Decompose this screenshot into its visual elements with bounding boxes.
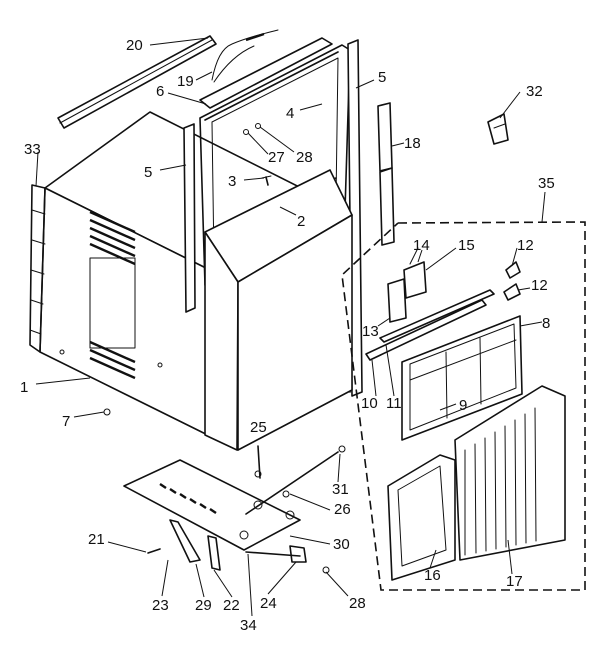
callout-14: 14 xyxy=(413,237,430,254)
callout-35: 35 xyxy=(538,175,555,192)
callout-11: 11 xyxy=(386,395,402,412)
callout-19: 19 xyxy=(177,73,194,90)
front-grille-group-outline xyxy=(341,221,586,591)
callout-24: 24 xyxy=(260,595,277,612)
screw-7 xyxy=(103,408,111,416)
callout-28b: 28 xyxy=(349,595,366,612)
callout-13: 13 xyxy=(362,323,379,340)
callout-8: 8 xyxy=(542,315,550,332)
screw-25 xyxy=(254,445,262,479)
top-angle-strip xyxy=(57,35,217,129)
callout-34: 34 xyxy=(240,617,257,634)
callout-10: 10 xyxy=(361,395,378,412)
louver-clips xyxy=(503,261,521,301)
seal-strips xyxy=(377,102,395,246)
callout-23: 23 xyxy=(152,597,169,614)
callout-21: 21 xyxy=(88,531,105,548)
divider-panel xyxy=(204,169,353,451)
callout-12b: 12 xyxy=(531,277,548,294)
callout-22: 22 xyxy=(223,597,240,614)
access-door xyxy=(387,454,456,581)
callout-25: 25 xyxy=(250,419,267,436)
callout-3: 3 xyxy=(228,173,236,190)
support-rod xyxy=(245,445,346,515)
callout-2: 2 xyxy=(297,213,305,230)
callout-7: 7 xyxy=(62,413,70,430)
callout-26: 26 xyxy=(334,501,351,518)
callout-32: 32 xyxy=(526,83,543,100)
side-curtain xyxy=(29,184,46,353)
callout-5b: 5 xyxy=(378,69,386,86)
callout-30: 30 xyxy=(333,536,350,553)
screw-28b xyxy=(322,566,330,574)
control-brackets xyxy=(387,247,427,323)
screw-26 xyxy=(282,490,290,498)
callout-28a: 28 xyxy=(296,149,313,166)
base-pan xyxy=(123,459,301,551)
callout-5a: 5 xyxy=(144,164,152,181)
top-rails xyxy=(199,37,339,121)
callout-16: 16 xyxy=(424,567,441,584)
callout-33: 33 xyxy=(24,141,41,158)
callout-9: 9 xyxy=(459,397,467,414)
front-frame xyxy=(401,315,523,441)
callout-29: 29 xyxy=(195,597,212,614)
callout-1: 1 xyxy=(20,379,28,396)
screw-21 xyxy=(147,548,161,554)
callout-20: 20 xyxy=(126,37,143,54)
base-brackets xyxy=(169,519,307,571)
callout-31: 31 xyxy=(332,481,349,498)
grille-rails xyxy=(365,289,495,361)
callout-labels: 1 2 3 4 5 5 6 7 8 9 10 11 12 12 13 14 15… xyxy=(20,37,555,634)
callout-4: 4 xyxy=(286,105,294,122)
mounting-bracket xyxy=(487,113,509,145)
callout-17: 17 xyxy=(506,573,523,590)
cabinet-louvers xyxy=(89,210,136,380)
callout-15: 15 xyxy=(458,237,475,254)
screws-27-28 xyxy=(243,123,261,135)
callout-6: 6 xyxy=(156,83,164,100)
side-strip-left xyxy=(183,123,196,313)
front-panel xyxy=(454,385,566,561)
leader-lines xyxy=(35,37,546,617)
callout-18: 18 xyxy=(404,135,421,152)
wire-harness xyxy=(211,29,279,83)
callout-27: 27 xyxy=(268,149,285,166)
callout-12a: 12 xyxy=(517,237,534,254)
